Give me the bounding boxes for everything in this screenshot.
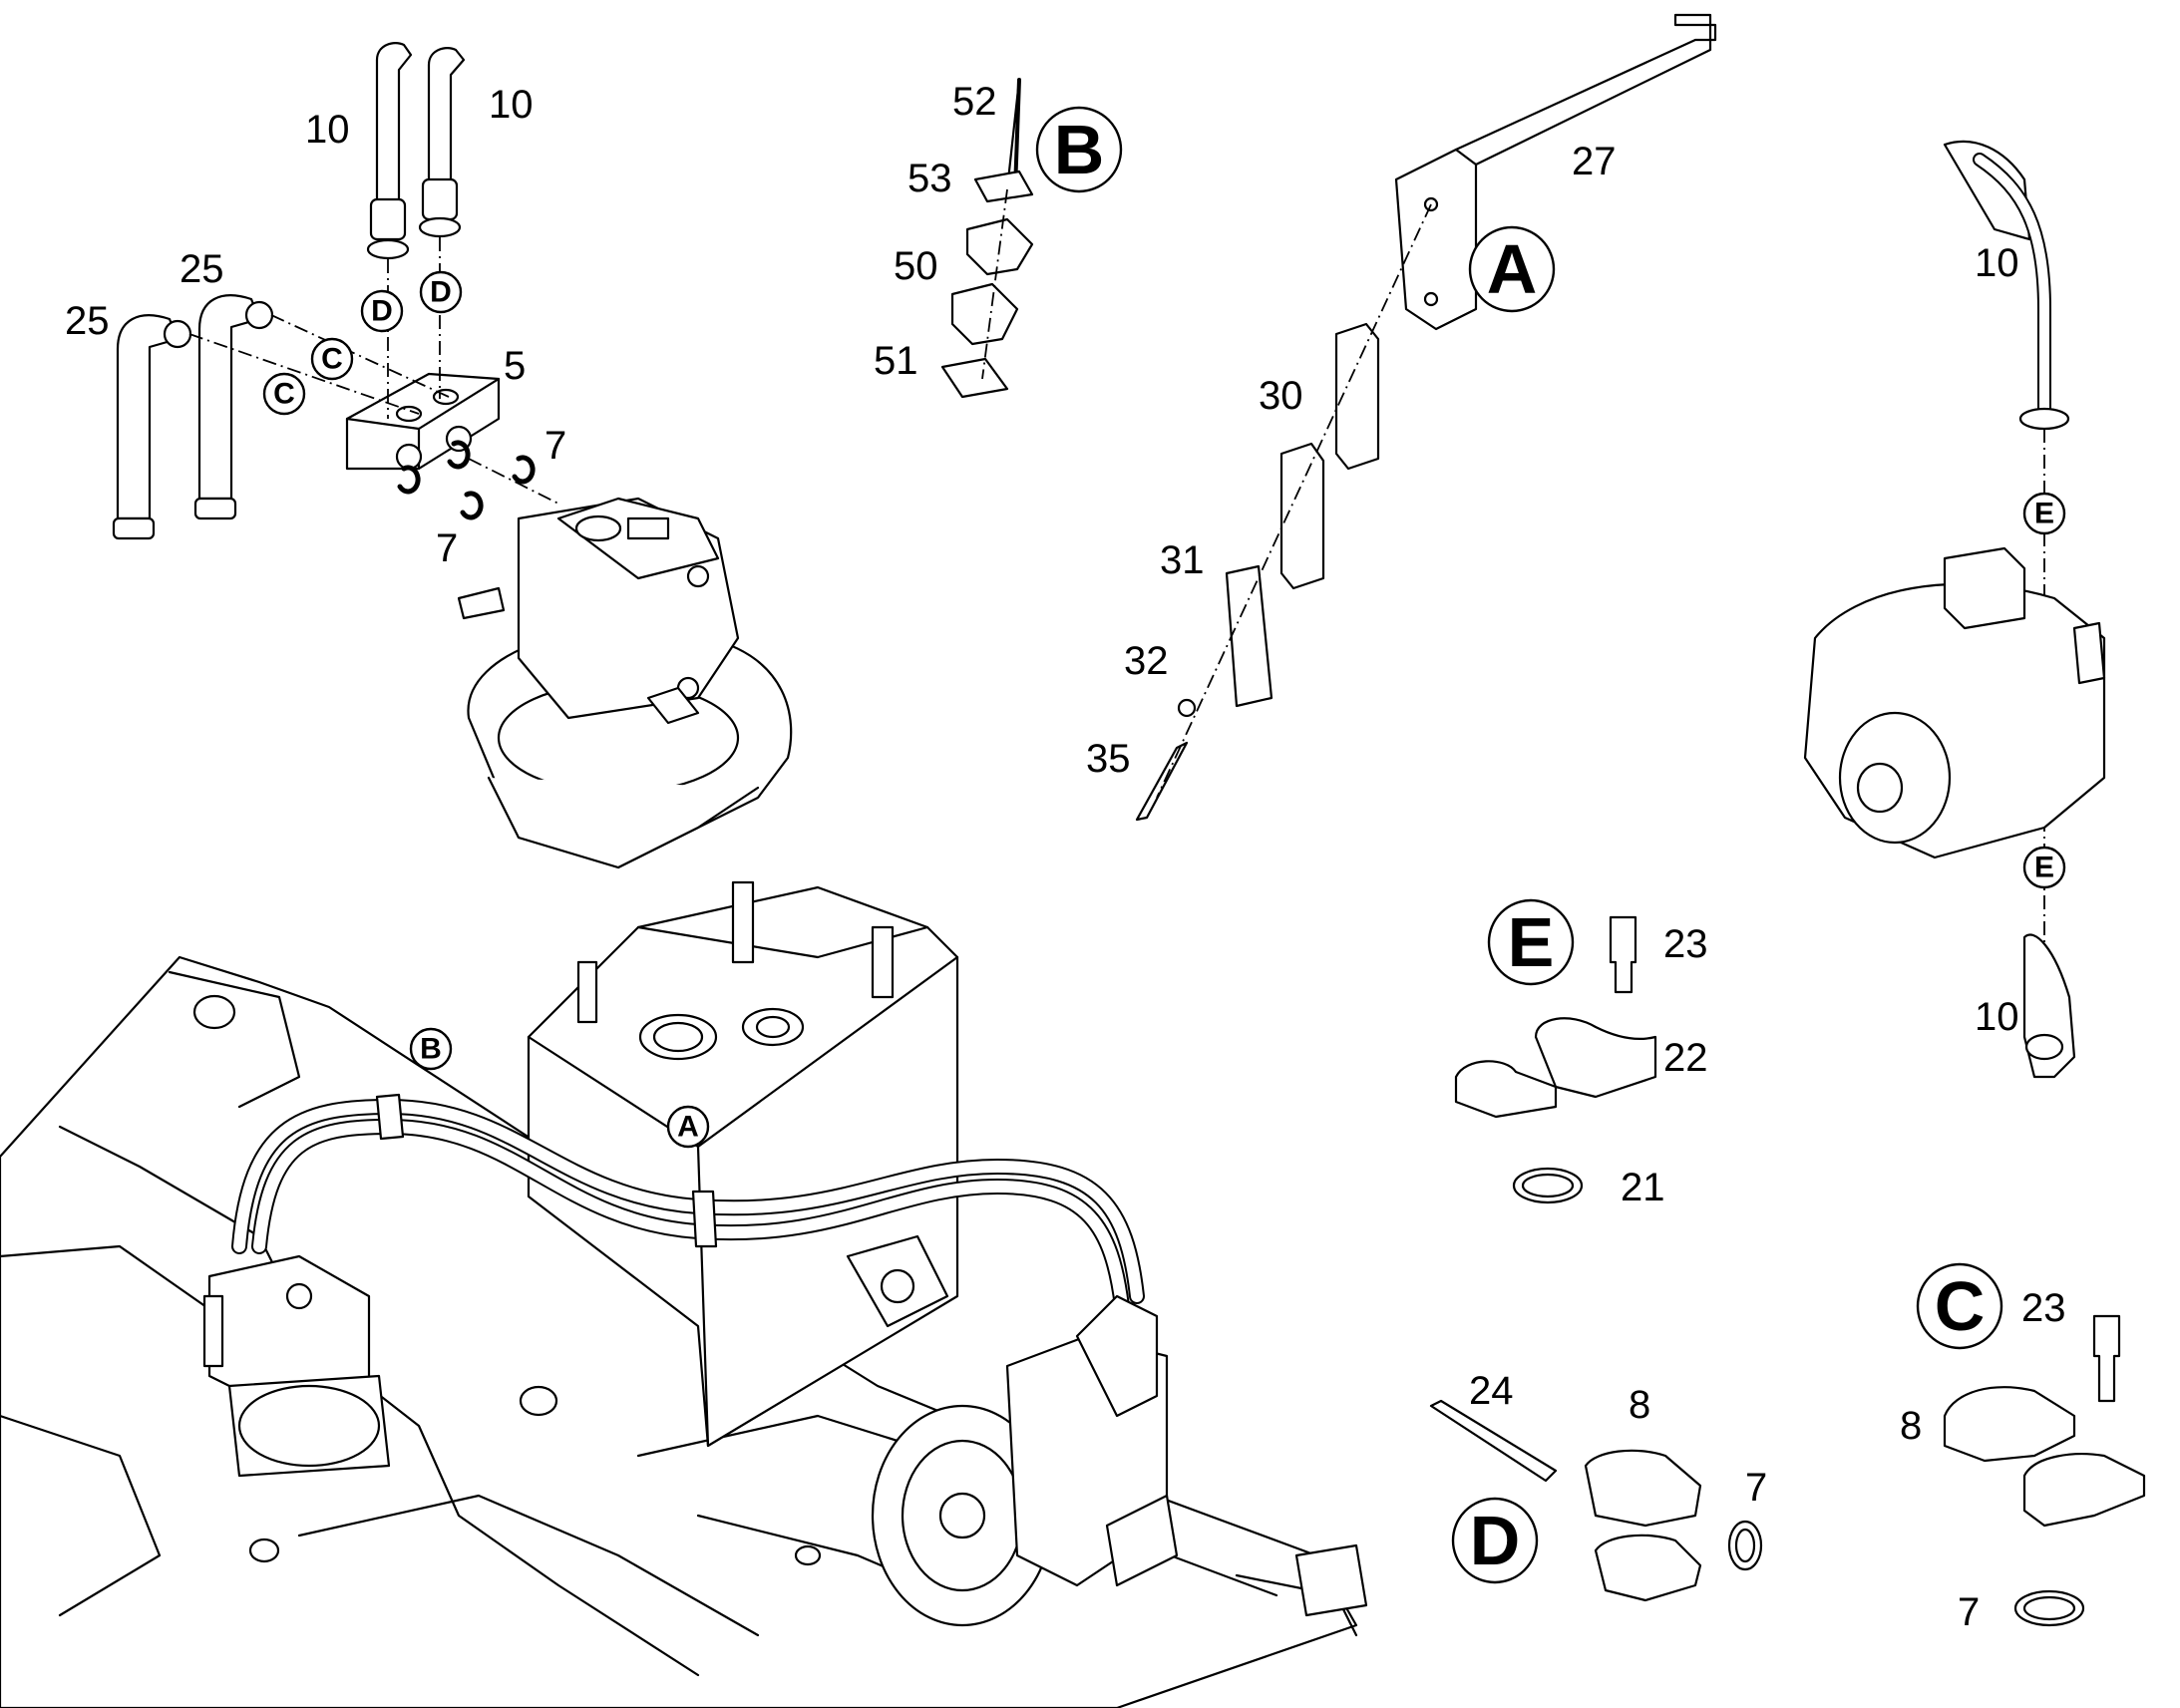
detail-ref-c-1: C xyxy=(321,343,343,376)
detail-ref-d-1: D xyxy=(371,295,393,328)
part-label: 8 xyxy=(1629,1383,1650,1427)
part-label: 32 xyxy=(1124,639,1169,683)
part-label: 35 xyxy=(1086,737,1131,781)
part-label: 27 xyxy=(1572,140,1617,183)
swing-motor-exploded xyxy=(457,497,793,869)
detail-label-e: E xyxy=(1508,903,1555,981)
o-rings-manifold xyxy=(397,440,536,520)
manifold-block xyxy=(345,372,501,471)
part-label: 7 xyxy=(545,424,566,468)
central-tower xyxy=(527,880,959,1448)
detail-b-clamp: B xyxy=(940,78,1123,399)
part-number-labels: 10 10 25 25 5 7 7 52 53 50 51 27 30 31 3… xyxy=(65,80,2066,1634)
part-label: 7 xyxy=(436,526,458,570)
part-label: 10 xyxy=(1975,995,2019,1039)
part-label: 25 xyxy=(65,299,110,343)
detail-ref-c-2: C xyxy=(273,378,295,411)
detail-label-b: B xyxy=(1054,111,1105,188)
letter-markers-manifold: D D C C xyxy=(262,270,463,416)
part-label: 51 xyxy=(874,339,918,383)
detail-ref-d-2: D xyxy=(430,276,452,309)
part-label: 8 xyxy=(1900,1404,1922,1448)
part-label: 24 xyxy=(1469,1369,1514,1413)
swing-motor-installed xyxy=(202,1254,391,1478)
hoses-10-top xyxy=(366,42,466,260)
detail-a-bracket: A xyxy=(1135,13,1717,822)
part-label: 7 xyxy=(1745,1466,1767,1510)
part-label: 5 xyxy=(504,344,526,388)
assembly-guide-lines-left xyxy=(188,237,559,505)
part-label: 30 xyxy=(1259,374,1303,418)
detail-label-a: A xyxy=(1487,230,1538,308)
pump-exploded: E E xyxy=(1803,140,2106,1079)
detail-ref-e-1: E xyxy=(2034,498,2054,530)
detail-e-flange: E xyxy=(1454,898,1657,1204)
part-label: 52 xyxy=(952,80,997,124)
detail-ref-b-chassis: B xyxy=(409,1027,453,1071)
detail-ref-a-label: A xyxy=(677,1111,699,1144)
part-label: 7 xyxy=(1958,1590,1980,1634)
pump-assembly-installed xyxy=(871,1294,1179,1627)
detail-d-flange: D xyxy=(1429,1399,1763,1602)
detail-ref-e-2: E xyxy=(2034,852,2054,884)
hose-routing xyxy=(231,1093,1145,1314)
part-label: 10 xyxy=(489,83,534,127)
part-label: 50 xyxy=(894,244,938,288)
part-label: 25 xyxy=(180,247,224,291)
hoses-25-left xyxy=(112,294,274,540)
detail-label-d: D xyxy=(1470,1502,1521,1579)
part-label: 31 xyxy=(1160,538,1205,582)
part-label: 23 xyxy=(1663,922,1708,966)
part-label: 10 xyxy=(305,108,350,152)
detail-label-c: C xyxy=(1935,1267,1986,1345)
detail-ref-a-chassis: A xyxy=(666,1105,710,1149)
part-label: 23 xyxy=(2021,1286,2066,1330)
part-label: 22 xyxy=(1663,1036,1708,1080)
part-label: 53 xyxy=(908,157,952,200)
part-label: 21 xyxy=(1621,1166,1665,1209)
detail-ref-b-label: B xyxy=(420,1033,442,1066)
detail-c-flange: C xyxy=(1916,1262,2146,1627)
part-label: 10 xyxy=(1975,241,2019,285)
